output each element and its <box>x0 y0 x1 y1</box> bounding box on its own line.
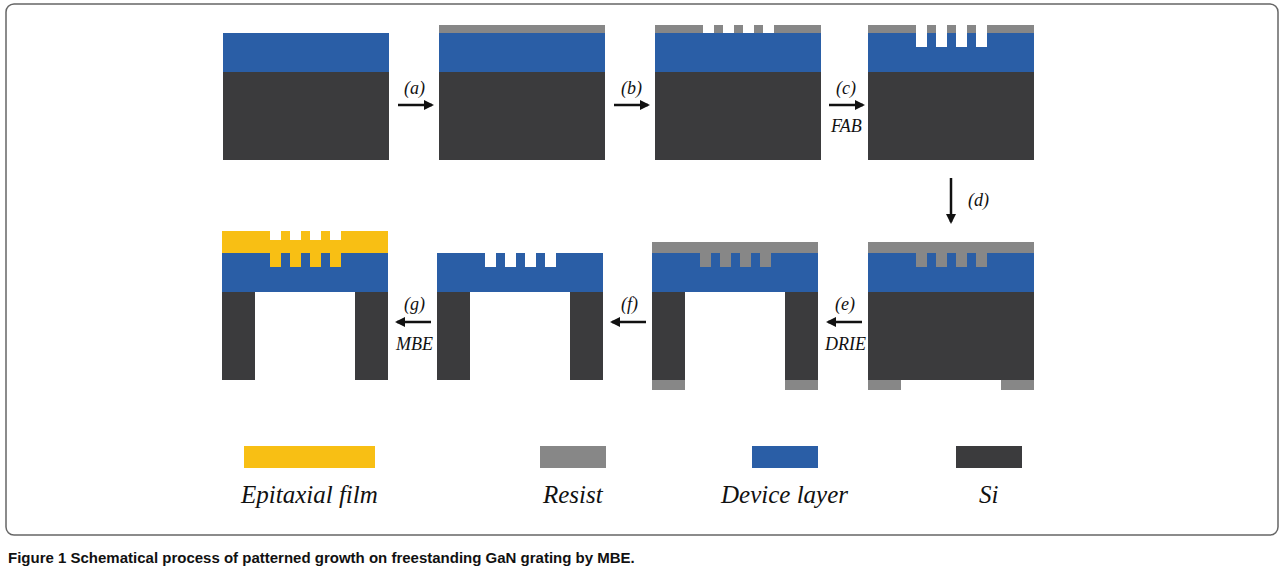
step-label: (b) <box>621 79 642 97</box>
layer-block <box>652 253 818 292</box>
layer-block <box>222 292 255 380</box>
layer-block <box>570 292 603 380</box>
layer-block <box>720 253 731 267</box>
layer-block <box>916 33 927 47</box>
layer-block <box>270 231 281 240</box>
layer-block <box>947 25 956 33</box>
layer-block <box>868 33 1034 72</box>
layer-block <box>330 231 341 240</box>
layer-block <box>355 292 388 380</box>
layer-block <box>437 292 470 380</box>
legend-text: Device layer <box>721 482 848 507</box>
layer-block <box>956 33 967 47</box>
step-label: (a) <box>404 79 425 97</box>
layer-block <box>652 380 685 390</box>
legend-text: Resist <box>543 482 603 507</box>
step-label: (e) <box>835 295 855 313</box>
layer-block <box>956 253 967 267</box>
layer-block <box>714 25 723 33</box>
method-label: FAB <box>831 117 862 135</box>
layer-block <box>868 242 1034 253</box>
layer-block <box>655 72 821 160</box>
step-label: (f) <box>621 295 638 313</box>
step-arrows <box>397 105 951 322</box>
layer-block <box>439 72 605 160</box>
layer-block <box>545 253 556 267</box>
method-label: DRIE <box>825 335 866 353</box>
legend-swatch <box>752 446 818 468</box>
layer-block <box>270 253 281 267</box>
legend-text: Epitaxial film <box>241 482 378 507</box>
layer-block <box>754 25 763 33</box>
layer-block <box>936 253 947 267</box>
layer-block <box>868 253 1034 292</box>
layer-block <box>868 25 916 33</box>
layer-block <box>987 25 1034 33</box>
layer-block <box>310 253 321 267</box>
step-label: (d) <box>968 191 989 209</box>
layer-block <box>927 25 936 33</box>
layer-block <box>223 33 389 72</box>
method-label: MBE <box>396 335 433 353</box>
step-label: (c) <box>836 79 856 97</box>
layer-block <box>760 253 771 267</box>
legend-text: Si <box>979 482 998 507</box>
layer-block <box>936 33 947 47</box>
layer-block <box>222 253 388 292</box>
figure-frame <box>6 4 1278 535</box>
step-label: (g) <box>404 295 425 313</box>
layer-block <box>439 25 605 33</box>
layer-block <box>223 72 389 160</box>
layer-block <box>976 33 987 47</box>
layer-block <box>505 253 516 267</box>
wafer-stages <box>222 25 1034 390</box>
layer-block <box>700 253 711 267</box>
layer-block <box>655 33 821 72</box>
layer-block <box>734 25 743 33</box>
layer-block <box>868 72 1034 160</box>
layer-block <box>1001 380 1034 390</box>
layer-block <box>967 25 976 33</box>
layer-block <box>222 231 388 253</box>
layer-block <box>740 253 751 267</box>
layer-block <box>290 253 301 267</box>
layer-block <box>785 380 818 390</box>
layer-block <box>868 292 1034 380</box>
layer-block <box>785 292 818 380</box>
layer-block <box>652 242 818 253</box>
layer-block <box>437 253 603 292</box>
layer-block <box>652 292 685 380</box>
legend-swatch <box>540 446 606 468</box>
layer-block <box>485 253 496 267</box>
layer-block <box>330 253 341 267</box>
legend-swatch <box>956 446 1022 468</box>
layer-block <box>916 253 927 267</box>
legend-swatch <box>244 446 375 468</box>
layer-block <box>976 253 987 267</box>
layer-block <box>290 231 301 240</box>
layer-block <box>525 253 536 267</box>
layer-block <box>310 231 321 240</box>
layer-block <box>655 25 703 33</box>
layer-block <box>439 33 605 72</box>
figure-caption: Figure 1 Schematical process of patterne… <box>8 549 635 566</box>
layer-block <box>868 380 901 390</box>
layer-block <box>774 25 821 33</box>
